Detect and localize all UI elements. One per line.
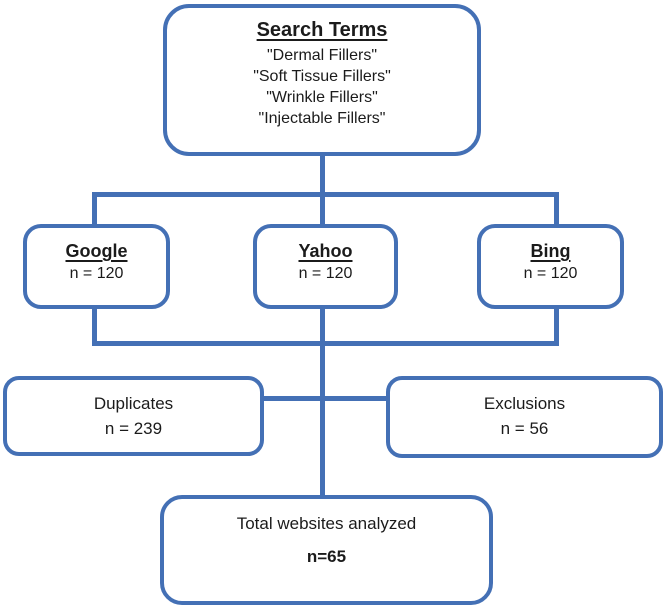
connector-branch-right-vertical: [554, 192, 559, 228]
connector-bing-out-vertical: [554, 305, 559, 346]
google-box: Google n = 120: [23, 224, 170, 309]
search-term: "Dermal Fillers": [266, 47, 378, 64]
exclusions-label: Exclusions: [483, 394, 566, 413]
total-box: Total websites analyzed n=65: [160, 495, 493, 605]
connector-branch-mid-vertical: [320, 192, 325, 228]
duplicates-label: Duplicates: [93, 394, 174, 413]
google-count: n = 120: [69, 265, 124, 282]
connector-branch-left-vertical: [92, 192, 97, 228]
yahoo-label: Yahoo: [298, 241, 353, 261]
bing-count: n = 120: [523, 265, 578, 282]
connector-yahoo-out-vertical: [320, 305, 325, 346]
google-label: Google: [65, 241, 128, 261]
duplicates-box: Duplicates n = 239: [3, 376, 264, 456]
connector-branch-horizontal: [92, 192, 559, 197]
yahoo-count: n = 120: [298, 265, 353, 282]
duplicates-count: n = 239: [104, 419, 163, 438]
search-term: "Soft Tissue Fillers": [253, 68, 391, 85]
connector-google-out-vertical: [92, 305, 97, 346]
search-term: "Injectable Fillers": [258, 110, 386, 127]
search-term: "Wrinkle Fillers": [266, 89, 378, 106]
connector-duplicates-exclusions: [260, 396, 390, 401]
connector-merge-horizontal: [92, 341, 559, 346]
bing-label: Bing: [530, 241, 571, 261]
search-terms-box: Search Terms "Dermal Fillers" "Soft Tiss…: [163, 4, 481, 156]
total-count: n=65: [306, 547, 347, 566]
search-terms-title: Search Terms: [256, 19, 388, 41]
yahoo-box: Yahoo n = 120: [253, 224, 398, 309]
connector-main-down: [320, 341, 325, 498]
total-label: Total websites analyzed: [236, 514, 417, 533]
exclusions-box: Exclusions n = 56: [386, 376, 663, 458]
connector-search-down: [320, 154, 325, 197]
bing-box: Bing n = 120: [477, 224, 624, 309]
exclusions-count: n = 56: [500, 419, 549, 438]
